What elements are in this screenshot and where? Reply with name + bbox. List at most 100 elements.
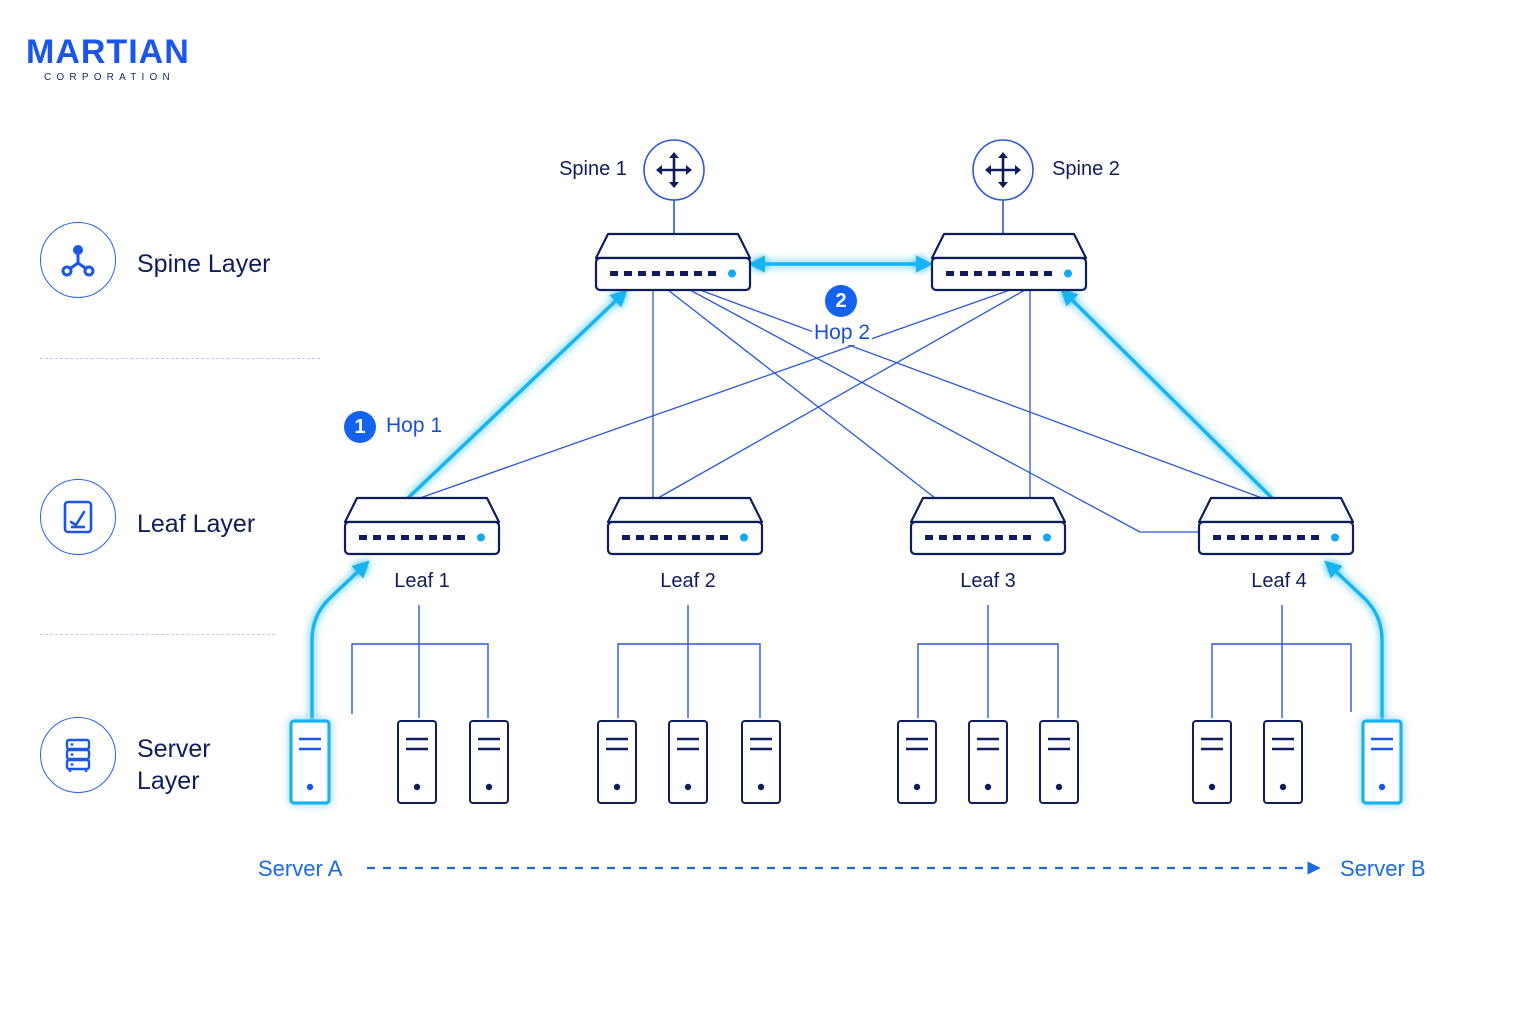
- port: [680, 271, 688, 276]
- port: [443, 535, 451, 540]
- port: [664, 535, 672, 540]
- port: [1227, 535, 1235, 540]
- port: [373, 535, 381, 540]
- port: [720, 535, 728, 540]
- server: [741, 720, 781, 804]
- port: [678, 535, 686, 540]
- port: [1297, 535, 1305, 540]
- port: [946, 271, 954, 276]
- port: [429, 535, 437, 540]
- hop-1-label: Hop 1: [386, 414, 443, 437]
- port: [1030, 271, 1038, 276]
- leaf-3-switch: [909, 496, 1067, 556]
- port: [415, 535, 423, 540]
- port: [666, 271, 674, 276]
- spine-1-icon: [643, 139, 705, 234]
- leaf-3-label: Leaf 3: [960, 570, 1016, 592]
- port: [1311, 535, 1319, 540]
- spine-2-switch: [930, 232, 1088, 292]
- port: [960, 271, 968, 276]
- port: [1255, 535, 1263, 540]
- port: [624, 271, 632, 276]
- port: [638, 271, 646, 276]
- server-layer-label: Server Layer: [137, 735, 211, 795]
- server: [897, 720, 937, 804]
- port: [974, 271, 982, 276]
- leaf-2-label: Leaf 2: [660, 570, 716, 592]
- martian-logo: MARTIAN CORPORATION: [26, 34, 190, 83]
- port: [1269, 535, 1277, 540]
- port: [988, 271, 996, 276]
- server: [1039, 720, 1079, 804]
- port: [706, 535, 714, 540]
- server: [668, 720, 708, 804]
- port: [652, 271, 660, 276]
- port: [1241, 535, 1249, 540]
- port: [939, 535, 947, 540]
- leaf-2-switch: [606, 496, 764, 556]
- mesh-links: [419, 289, 1263, 533]
- port: [650, 535, 658, 540]
- port: [1002, 271, 1010, 276]
- leaf-layer-label: Leaf Layer: [137, 510, 256, 538]
- hop-2-label: Hop 2: [812, 321, 873, 345]
- port: [708, 271, 716, 276]
- server-connections: [351, 605, 1352, 718]
- spine-2-icon: [972, 139, 1034, 234]
- port: [694, 271, 702, 276]
- port: [1283, 535, 1291, 540]
- server: [1192, 720, 1232, 804]
- port: [1009, 535, 1017, 540]
- leaf-4-switch: [1197, 496, 1355, 556]
- spine-layer-label: Spine Layer: [137, 250, 271, 278]
- hop-1-badge: 1: [344, 411, 376, 443]
- server: [397, 720, 437, 804]
- leaf-1-label: Leaf 1: [394, 570, 450, 592]
- port: [995, 535, 1003, 540]
- server: [597, 720, 637, 804]
- server-a: [289, 719, 331, 805]
- port: [1213, 535, 1221, 540]
- server: [968, 720, 1008, 804]
- layer-divider: [40, 634, 275, 635]
- port: [1016, 271, 1024, 276]
- port: [967, 535, 975, 540]
- hop-2-badge: 2: [825, 285, 857, 317]
- port: [457, 535, 465, 540]
- server-b: [1361, 719, 1403, 805]
- status-led: [1064, 269, 1072, 278]
- port: [359, 535, 367, 540]
- port: [636, 535, 644, 540]
- logo-name: MARTIAN: [26, 33, 190, 71]
- port: [387, 535, 395, 540]
- status-led: [740, 533, 748, 542]
- port: [1023, 535, 1031, 540]
- leaf-4-label: Leaf 4: [1251, 570, 1307, 592]
- server: [469, 720, 509, 804]
- server-a-label: Server A: [258, 856, 343, 881]
- spine-1-label: Spine 1: [559, 158, 627, 180]
- server-b-label: Server B: [1340, 856, 1426, 881]
- port: [622, 535, 630, 540]
- port: [1044, 271, 1052, 276]
- server-rack-icon: [40, 717, 116, 793]
- port: [401, 535, 409, 540]
- status-led: [1043, 533, 1051, 542]
- status-led: [728, 269, 736, 278]
- port: [925, 535, 933, 540]
- port: [610, 271, 618, 276]
- port: [981, 535, 989, 540]
- highlighted-path: [310, 255, 1384, 720]
- port: [953, 535, 961, 540]
- logo-subtitle: CORPORATION: [44, 72, 175, 83]
- spine-2-label: Spine 2: [1052, 158, 1120, 180]
- leaf-1-switch: [343, 496, 501, 556]
- server: [1263, 720, 1303, 804]
- status-led: [477, 533, 485, 542]
- status-led: [1331, 533, 1339, 542]
- layer-divider: [40, 358, 320, 359]
- spine-1-switch: [594, 232, 752, 292]
- clipboard-check-icon: [40, 479, 116, 555]
- topology-icon: [40, 222, 116, 298]
